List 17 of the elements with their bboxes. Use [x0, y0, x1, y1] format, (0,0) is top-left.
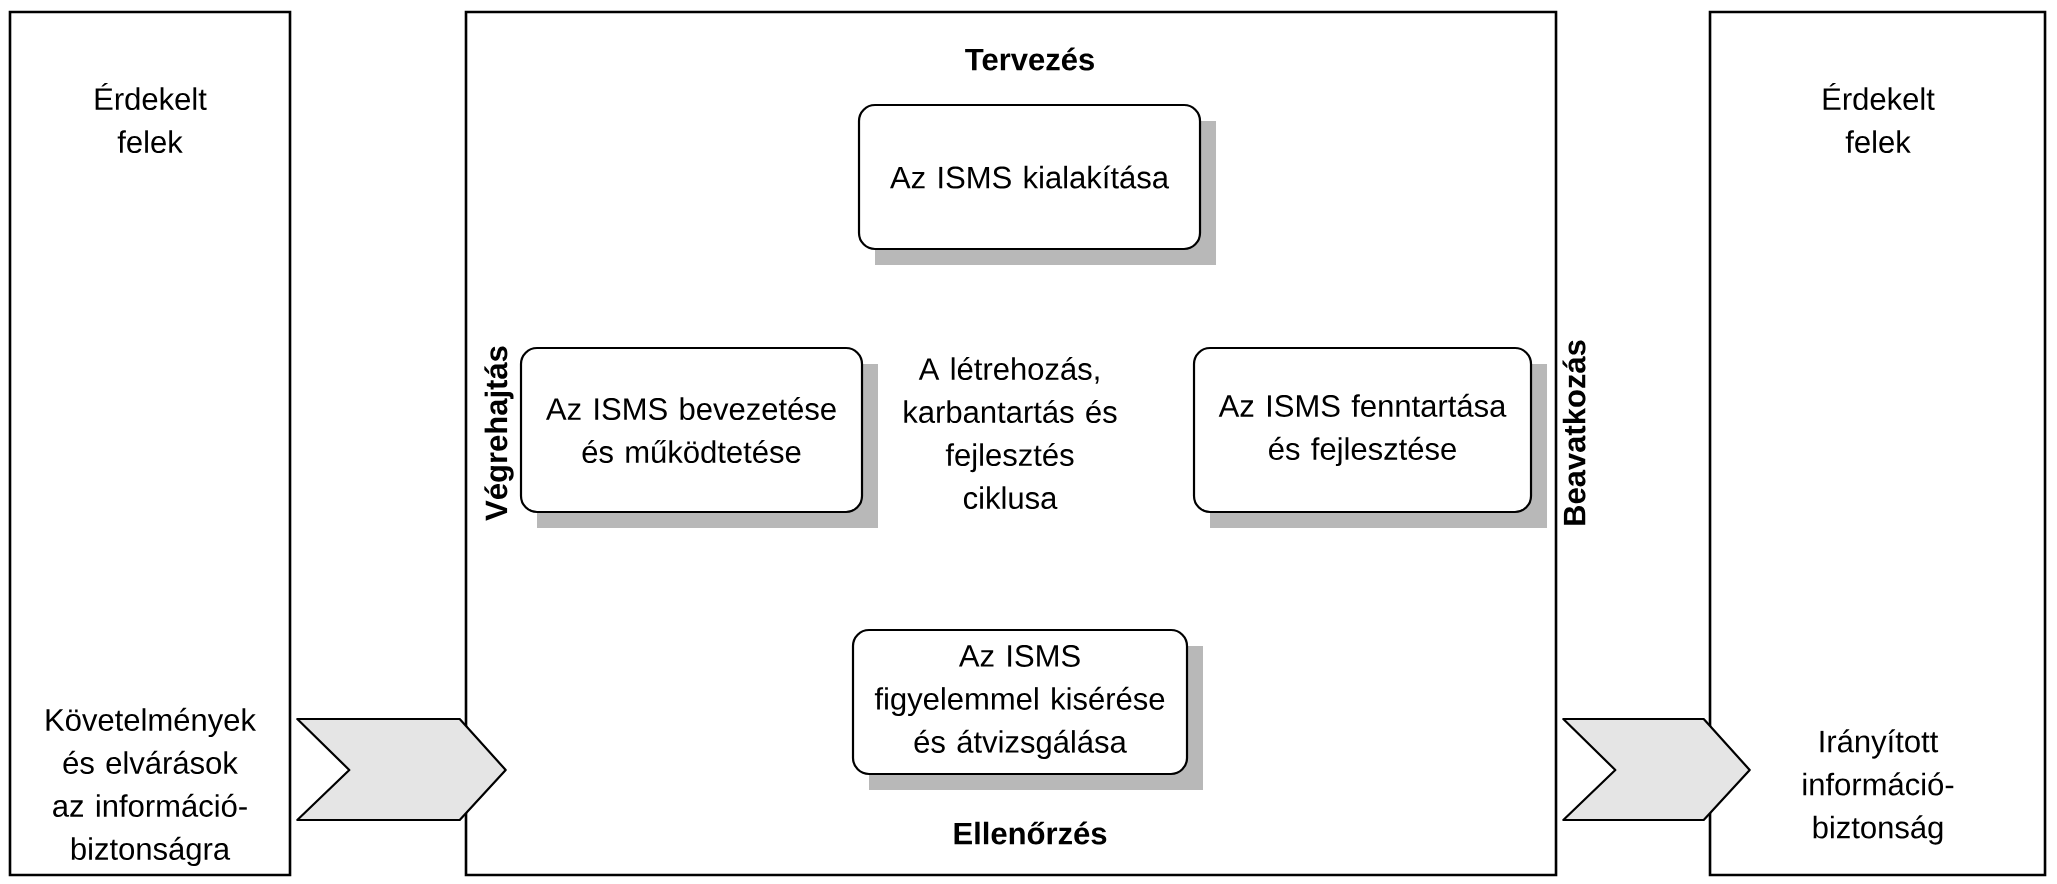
panel-text: Érdekelt felek [95, 82, 207, 154]
panel [464, 10, 1558, 877]
chevron-arrow [1562, 717, 1751, 822]
phase-label: Ellenőrzés [954, 821, 1107, 845]
panel [8, 10, 292, 877]
panel [1708, 10, 2047, 877]
center-text: A létrehozás, karbantartás és fejlesztés ciklusa [904, 356, 1117, 510]
panel-text: Követelmények és elvárások az információ-biztonságra [46, 707, 256, 867]
rounded-box: Az ISMS bevezetése és működtetése [519, 346, 878, 528]
panel-text: Irányított információ-biztonság [1803, 729, 1954, 845]
phase-label: Tervezés [965, 47, 1094, 71]
panel-text: Érdekelt felek [1823, 82, 1935, 154]
rounded-box: Az ISMS kialakítása [857, 103, 1216, 265]
rounded-box: Az ISMS fenntartása és fejlesztése [1192, 346, 1547, 528]
chevron-arrow [296, 717, 507, 822]
phase-label: Beavatkozás [1562, 340, 1586, 525]
rounded-box: Az ISMS figyelemmel kisérése és átvizsgálása [851, 628, 1203, 790]
